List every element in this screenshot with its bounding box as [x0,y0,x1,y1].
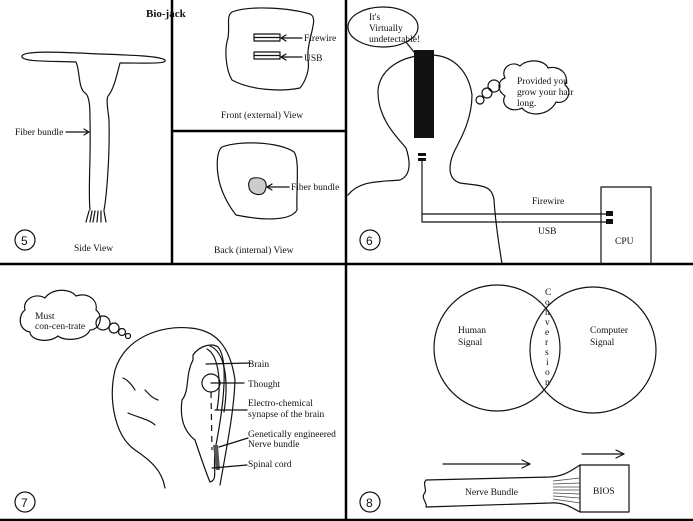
panel-number-circle [14,229,36,251]
caption-side-view: Side View [74,244,113,254]
firewire-plug-icon [606,211,613,216]
svg-text:r: r [545,338,549,348]
firewire-label: Firewire [304,34,336,44]
label-thought: Thought [248,380,281,390]
panel-back-view: Fiber bundle Back (internal) View [214,142,339,256]
caption-front-view: Front (external) View [221,110,303,121]
panel-number: 7 [21,496,28,510]
usb-label: USB [304,54,322,64]
hair-bundle [414,50,434,138]
ear-curve [122,377,136,391]
thought-line-2: con-cen-trate [35,322,85,332]
jack-port-icon [418,153,426,156]
firewire-label: Firewire [532,197,564,207]
arrowhead-icon [266,183,273,191]
conversion-label: C o n v e r s i o n [545,288,551,388]
human-signal-line-2: Signal [458,338,483,348]
label-nerve-2: Nerve bundle [248,440,299,450]
brain-outline [180,344,225,483]
computer-signal-line-1: Computer [590,326,629,336]
nerve-bundle-tube [422,464,581,513]
panel-number: 6 [366,234,373,248]
arrowhead-icon [280,34,287,42]
svg-text:C: C [545,288,551,298]
panel-number-circle [359,229,381,251]
usb-label: USB [538,227,556,237]
caption-back-view: Back (internal) View [214,245,294,256]
label-spinal-cord: Spinal cord [248,460,292,470]
arrowhead-icon [280,53,287,61]
signal-path [210,391,213,451]
skull-line-outer [209,345,227,413]
fiber-strands [552,477,581,504]
panel-8-conversion: Human Signal Computer Signal C o n v e r… [359,284,657,513]
skull-line [206,348,220,411]
bios-box [579,464,630,513]
thought-cloud [19,289,132,341]
panel-front-view: Firewire USB Front (external) View [221,7,336,121]
head-profile [111,326,236,489]
speech-bubble [347,6,419,48]
panel-7-brain-signal: Must con-cen-trate Brain Thought Electro… [14,289,336,513]
thought-bubble [475,60,570,115]
panel-5-side-view: Fiber bundle 5 Side View [14,51,166,254]
thought-line-2: grow your hair [517,88,574,98]
thought-line-3: long. [517,99,536,109]
cpu-box [600,186,652,265]
svg-text:o: o [545,298,550,308]
panel-number-circle [14,491,36,513]
computer-signal-circle [529,286,657,414]
svg-text:v: v [545,318,550,328]
thought-line-1: Must [35,312,55,322]
human-signal-circle [433,284,561,412]
fiber-bundle-label: Fiber bundle [291,183,339,193]
cpu-label: CPU [615,237,634,247]
fiber-bundle-label: Fiber bundle [15,128,63,138]
svg-text:n: n [545,308,550,318]
computer-signal-line-2: Signal [590,338,615,348]
fiber-strands-icon [85,210,107,223]
panel-6-wearing-jack: It's Virtually undetectable! Provided yo… [347,6,652,265]
bios-label: BIOS [593,487,615,497]
jack-head-shape [21,51,166,211]
label-nerve-1: Genetically engineered [248,430,336,440]
speech-line-2: Virtually [369,24,403,34]
label-brain: Brain [248,360,269,370]
human-signal-line-1: Human [458,326,486,336]
panel-number-circle [359,491,381,513]
speech-line-3: undetectable! [369,35,420,45]
jack-back-outline [216,142,298,220]
usb-plug-icon [606,219,613,224]
svg-text:n: n [545,378,550,388]
svg-text:o: o [545,368,550,378]
svg-text:s: s [545,348,549,358]
thought-line-1: Provided you [517,77,568,87]
head-silhouette [347,54,503,265]
arrowhead-icon [83,128,90,136]
label-synapse-1: Electro-chemical [248,399,313,409]
svg-text:e: e [545,328,549,338]
panel-number: 8 [366,496,373,510]
svg-text:i: i [546,358,549,368]
nerve-bundle-label: Nerve Bundle [465,488,518,498]
panel-number: 5 [21,234,28,248]
nerve-bundle-mark [213,445,220,470]
page-title: Bio-jack [146,8,187,20]
speech-line-1: It's [369,13,381,23]
fiber-bundle-dot-icon [248,177,267,196]
jack-front-outline [225,7,315,91]
label-synapse-2: synapse of the brain [248,409,324,420]
cable-lines [421,160,611,223]
